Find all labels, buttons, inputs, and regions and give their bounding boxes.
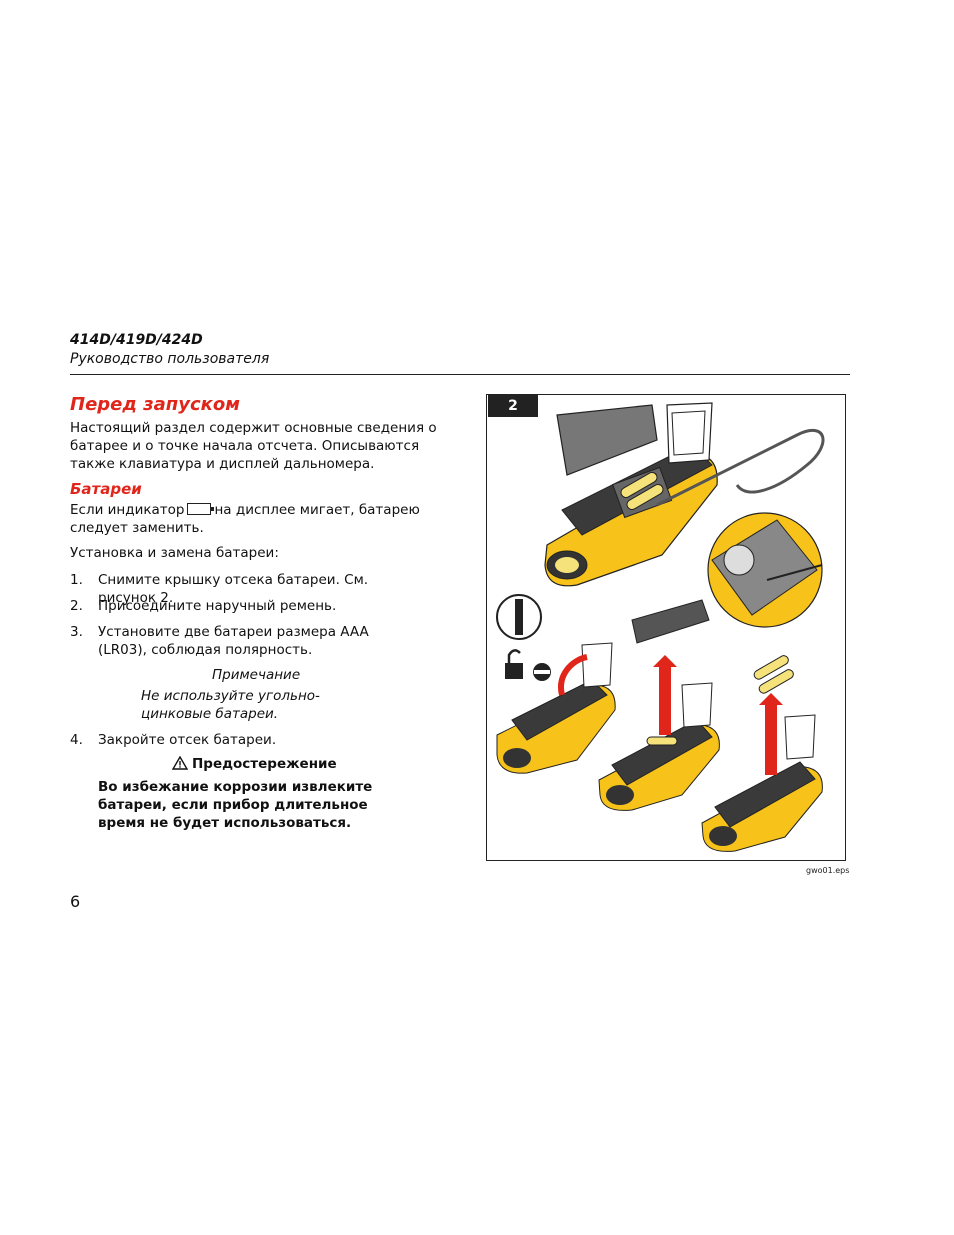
step-text: Установите две батареи размера AAA (LR03… [98,624,369,658]
caution-title: Предостережение [192,756,337,772]
list-item: 1. Снимите крышку отсека батареи. См. рис… [70,571,398,607]
figure-reference: gwo01.eps [806,866,850,875]
minus-slot-icon [533,663,551,681]
page-number: 6 [70,892,81,911]
battery-icon [187,503,215,515]
battery-line-before: Если индикатор [70,502,185,518]
figure-label: 2 [488,395,538,417]
step-text: Снимите крышку отсека батареи. См. рисун… [98,572,369,606]
model-number: 414D/419D/424D [70,332,203,348]
list-item: 4. Закройте отсек батареи. [70,731,398,749]
step-device-1 [496,642,616,774]
battery-indicator-line: Если индикатор на дисплее мигает, батарею [70,501,440,519]
note-title: Примечание [212,667,301,683]
step-number: 3. [70,624,83,640]
figure-frame [486,394,846,861]
manual-subtitle: Руководство пользователя [70,351,270,367]
zoom-detail-illustration [707,512,823,628]
battery-line-after: на дисплее мигает, батарею [214,502,420,518]
caution-body: Во избежание коррозии извлеките батареи,… [98,779,373,831]
step-number: 2. [70,598,83,614]
warning-triangle-icon [171,755,189,770]
screwdriver-slot-icon [496,594,542,640]
unlock-icon [505,649,523,679]
step-device-3 [701,655,823,852]
section-intro: Настоящий раздел содержит основные сведе… [70,420,437,472]
subsection-title: Батареи [70,480,142,498]
caution-heading: Предостережение [171,755,337,772]
header-rule [70,374,850,375]
step-number: 4. [70,732,83,748]
step-text: Закройте отсек батареи. [98,732,277,748]
section-title: Перед запуском [70,394,240,415]
battery-line-2: следует заменить. [70,520,204,536]
step-device-2 [598,599,720,811]
main-device-illustration [544,402,718,587]
install-intro: Установка и замена батареи: [70,545,279,561]
list-item: 3. Установите две батареи размера AAA (LR… [70,623,398,659]
list-item: 2. Присоедините наручный ремень. [70,597,398,615]
step-text: Присоедините наручный ремень. [98,598,337,614]
step-number: 1. [70,572,83,588]
note-body: Не используйте угольно-цинковые батареи. [141,688,320,722]
battery-installation-illustration [496,402,825,852]
